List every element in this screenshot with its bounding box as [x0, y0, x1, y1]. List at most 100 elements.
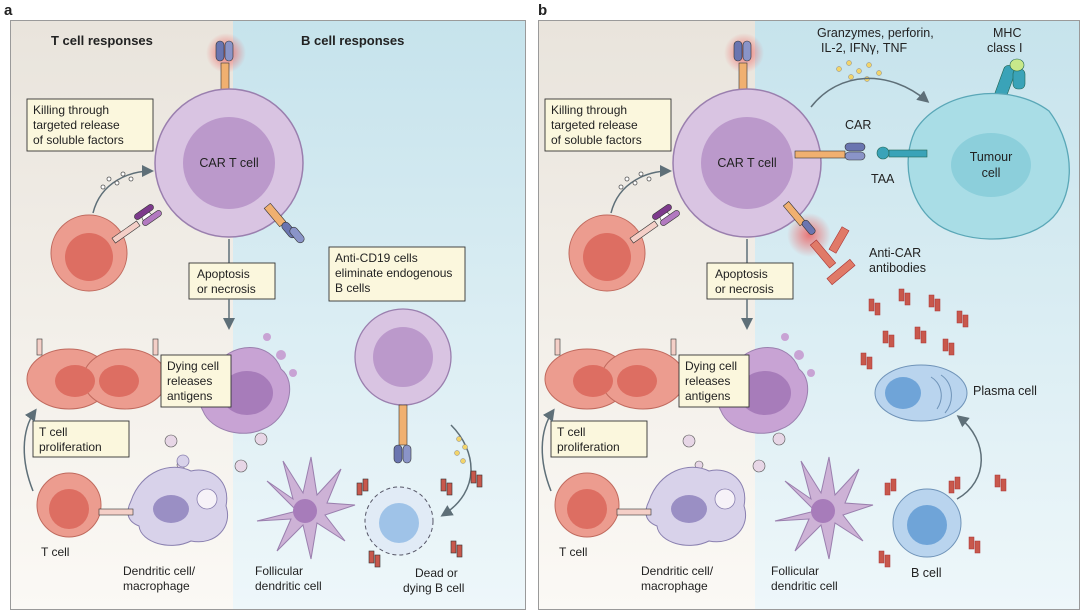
prolif-line-1: T cell [39, 425, 67, 439]
tumour-line-1: Tumour [970, 150, 1013, 164]
dendritic-b-line-1: Dendritic cell/ [641, 564, 714, 578]
apoptosis-box-b [706, 262, 794, 300]
granzyme-dots [836, 60, 882, 82]
apoptosis-line-2: or necrosis [197, 282, 256, 296]
t-cell-label: T cell [41, 545, 69, 559]
b-cell-responses-heading: B cell responses [301, 33, 404, 48]
plasma-cell-nucleus [885, 377, 921, 409]
panel-a-letter: a [4, 2, 13, 19]
car-receptor-top [215, 40, 234, 114]
anti-cd19-line-3: B cells [335, 281, 370, 295]
anti-cd19-box [328, 246, 466, 302]
prolif-line-2: proliferation [39, 440, 102, 454]
dead-b-line-1: Dead or [415, 566, 458, 580]
dendritic-b-line-2: macrophage [641, 579, 708, 593]
follicular-line-2: dendritic cell [255, 579, 322, 593]
killing-b-line-1: Killing through [551, 103, 627, 117]
car-t-cell-2-nucleus [373, 327, 433, 387]
killing-line-1: Killing through [33, 103, 109, 117]
anti-car-line-2: antibodies [869, 261, 926, 275]
release-arrow-b [610, 165, 672, 214]
car-label: CAR [845, 118, 871, 132]
target-receptor-b [629, 204, 680, 244]
follicular-b-line-2: dendritic cell [771, 579, 838, 593]
apoptosis-box [188, 262, 276, 300]
dying-line-1: Dying cell [167, 359, 219, 373]
car-t-cell-b-nucleus [701, 117, 793, 209]
dead-b-line-2: dying B cell [403, 581, 464, 595]
mhc-line-1: MHC [993, 26, 1021, 40]
antigen-particles-b [682, 432, 786, 473]
dying-line-3: antigens [167, 389, 212, 403]
b-cell-antibodies-b [878, 474, 1007, 568]
dying-cell-box-b [678, 354, 750, 408]
car-domain-2 [844, 151, 866, 161]
b-cell-antibodies [356, 470, 483, 568]
dividing-t-cell-b [544, 338, 686, 410]
anti-cd19-line-2: eliminate endogenous [335, 266, 452, 280]
t-cell-responses-heading: T cell responses [51, 33, 153, 48]
apoptosis-b-line-1: Apoptosis [715, 267, 768, 281]
tumour-line-2: cell [982, 166, 1001, 180]
car-2-stalk [398, 404, 408, 446]
car-domain-1 [844, 142, 866, 152]
killing-box-b [544, 98, 672, 152]
soluble-factor-dots-b [618, 171, 652, 190]
panel-b-letter: b [538, 2, 548, 19]
dendritic-macrophage [127, 454, 228, 546]
killing-line-3: of soluble factors [33, 133, 124, 147]
anti-car-antibody [809, 226, 856, 286]
killing-line-2: targeted release [33, 118, 120, 132]
dying-line-2: releases [167, 374, 212, 388]
anti-cd19-line-1: Anti-CD19 cells [335, 251, 418, 265]
soluble-factor-dots [100, 171, 134, 190]
plasma-cell-label: Plasma cell [973, 384, 1037, 398]
t-cell-b-nucleus [567, 489, 607, 529]
granzyme-arrow [810, 77, 930, 108]
prolif-b-line-1: T cell [557, 425, 585, 439]
dendritic-macrophage-b [645, 466, 746, 546]
car-receptor-top-b [733, 40, 752, 114]
release-arrow [92, 165, 154, 214]
apoptosis-b-line-2: or necrosis [715, 282, 774, 296]
follicular-line-1: Follicular [255, 564, 303, 578]
t-cell-receptor [98, 508, 134, 516]
proliferation-arrow [23, 408, 37, 492]
car-t-cell-nucleus [183, 117, 275, 209]
mhc-line-2: class I [987, 41, 1022, 55]
dying-b-line-2: releases [685, 374, 730, 388]
car-t-cell-b-label: CAR T cell [717, 156, 776, 170]
car-t-cell-label: CAR T cell [199, 156, 258, 170]
cytokine-dots [454, 436, 468, 464]
killing-box [26, 98, 154, 152]
dying-cell-box [160, 354, 232, 408]
tumour-nucleus [951, 133, 1031, 197]
proliferation-arrow-b [541, 408, 555, 492]
granzymes-line-1: Granzymes, perforin, [817, 26, 934, 40]
dying-b-line-1: Dying cell [685, 359, 737, 373]
panel-b: Granzymes, perforin, IL-2, IFNγ, TNF MHC… [538, 20, 1080, 610]
plasma-antibodies [860, 288, 969, 370]
granzymes-line-2: IL-2, IFNγ, TNF [821, 41, 907, 55]
b-cell-label: B cell [911, 566, 942, 580]
killing-b-line-3: of soluble factors [551, 133, 642, 147]
panel-a: T cell responses B cell responses CAR T … [10, 20, 526, 610]
t-cell-proliferation-box [32, 420, 130, 458]
plasma-er [930, 374, 952, 414]
dying-b-line-3: antigens [685, 389, 730, 403]
b-cell-nucleus [907, 505, 947, 545]
anti-car-line-1: Anti-CAR [869, 246, 921, 260]
taa-label: TAA [871, 172, 895, 186]
b-to-plasma-arrow [956, 415, 982, 500]
taa-molecule [876, 146, 890, 160]
prolif-b-line-2: proliferation [557, 440, 620, 454]
t-cell-b-label: T cell [559, 545, 587, 559]
dead-b-cell-nucleus [379, 503, 419, 543]
car-stalk-b [794, 150, 846, 159]
t-cell-proliferation-box-b [550, 420, 648, 458]
dividing-t-cell [26, 338, 168, 410]
target-receptor [111, 204, 162, 244]
t-cell-nucleus [49, 489, 89, 529]
dendritic-line-1: Dendritic cell/ [123, 564, 196, 578]
apoptosis-line-1: Apoptosis [197, 267, 250, 281]
